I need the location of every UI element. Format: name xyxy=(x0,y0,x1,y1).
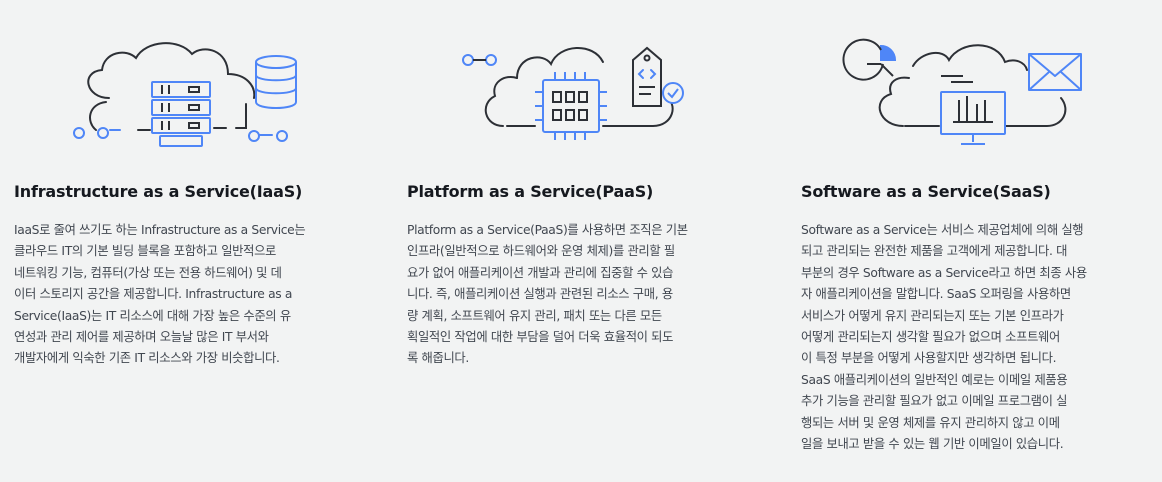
service-card-iaas: Infrastructure as a Service(IaaS) IaaS로 … xyxy=(14,0,364,482)
description-line: 획일적인 작업에 대한 부담을 덜어 더욱 효율적이 되도 xyxy=(407,330,674,345)
cloud-chart-monitor-mail-icon xyxy=(842,38,1082,145)
section-title: Infrastructure as a Service(IaaS) xyxy=(14,182,303,201)
description-line: Service(IaaS)는 IT 리소스에 대해 가장 높은 수준의 유 xyxy=(14,308,291,323)
description-line: 개발자에게 익숙한 기존 IT 리소스와 가장 비슷합니다. xyxy=(14,351,280,366)
service-card-saas: Software as a Service(SaaS) Software as … xyxy=(801,0,1151,482)
description-line: 니다. 즉, 애플리케이션 실행과 관련된 리소스 구매, 용 xyxy=(407,287,673,302)
description-line: 이터 스토리지 공간을 제공합니다. Infrastructure as a xyxy=(14,287,293,302)
description-line: 행되는 서버 및 운영 체제를 유지 관리하지 않고 이메 xyxy=(801,415,1060,430)
iaas-illustration xyxy=(14,30,364,160)
section-description: Software as a Service는 서비스 제공업체에 의해 실행 되… xyxy=(801,220,1153,455)
cloud-server-database-icon xyxy=(73,42,297,147)
description-line: 부분의 경우 Software as a Service라고 하면 최종 사용 xyxy=(801,265,1087,280)
description-line: 클라우드 IT의 기본 빌딩 블록을 포함하고 일반적으로 xyxy=(14,244,277,259)
description-line: SaaS 애플리케이션의 일반적인 예로는 이메일 제품용 xyxy=(801,372,1068,387)
description-line: IaaS로 줄여 쓰기도 하는 Infrastructure as a Serv… xyxy=(14,223,306,237)
description-line: 일을 보내고 받을 수 있는 웹 기반 이메일이 있습니다. xyxy=(801,437,1064,452)
paas-illustration xyxy=(407,30,757,160)
section-description: Platform as a Service(PaaS)를 사용하면 조직은 기본… xyxy=(407,220,759,370)
section-description: IaaS로 줄여 쓰기도 하는 Infrastructure as a Serv… xyxy=(14,220,366,370)
description-line: 네트워킹 기능, 컴퓨터(가상 또는 전용 하드웨어) 및 데 xyxy=(14,265,282,280)
cloud-chip-document-icon xyxy=(462,46,684,140)
description-line: 서비스가 어떻게 유지 관리되는지 또는 기본 인프라가 xyxy=(801,308,1064,323)
service-card-paas: Platform as a Service(PaaS) Platform as … xyxy=(407,0,757,482)
description-line: 록 해줍니다. xyxy=(407,351,469,366)
saas-illustration xyxy=(801,30,1151,160)
description-line: 인프라(일반적으로 하드웨어와 운영 체제)를 관리할 필 xyxy=(407,244,675,259)
section-title: Software as a Service(SaaS) xyxy=(801,182,1051,201)
description-line: 되고 관리되는 완전한 제품을 고객에게 제공합니다. 대 xyxy=(801,244,1068,259)
description-line: 자 애플리케이션을 말합니다. SaaS 오퍼링을 사용하면 xyxy=(801,287,1071,302)
description-line: 요가 없어 애플리케이션 개발과 관리에 집중할 수 있습 xyxy=(407,265,674,280)
description-line: 어떻게 관리되는지 생각할 필요가 없으며 소프트웨어 xyxy=(801,330,1060,345)
description-line: Software as a Service는 서비스 제공업체에 의해 실행 xyxy=(801,223,1084,237)
section-title: Platform as a Service(PaaS) xyxy=(407,182,654,201)
description-line: 량 계획, 소프트웨어 유지 관리, 패치 또는 다른 모든 xyxy=(407,308,662,323)
description-line: Platform as a Service(PaaS)를 사용하면 조직은 기본 xyxy=(407,223,688,237)
description-line: 이 특정 부분을 어떻게 사용할지만 생각하면 됩니다. xyxy=(801,351,1057,366)
description-line: 연성과 관리 제어를 제공하며 오늘날 많은 IT 부서와 xyxy=(14,330,269,345)
description-line: 추가 기능을 관리할 필요가 없고 이메일 프로그램이 실 xyxy=(801,394,1068,409)
